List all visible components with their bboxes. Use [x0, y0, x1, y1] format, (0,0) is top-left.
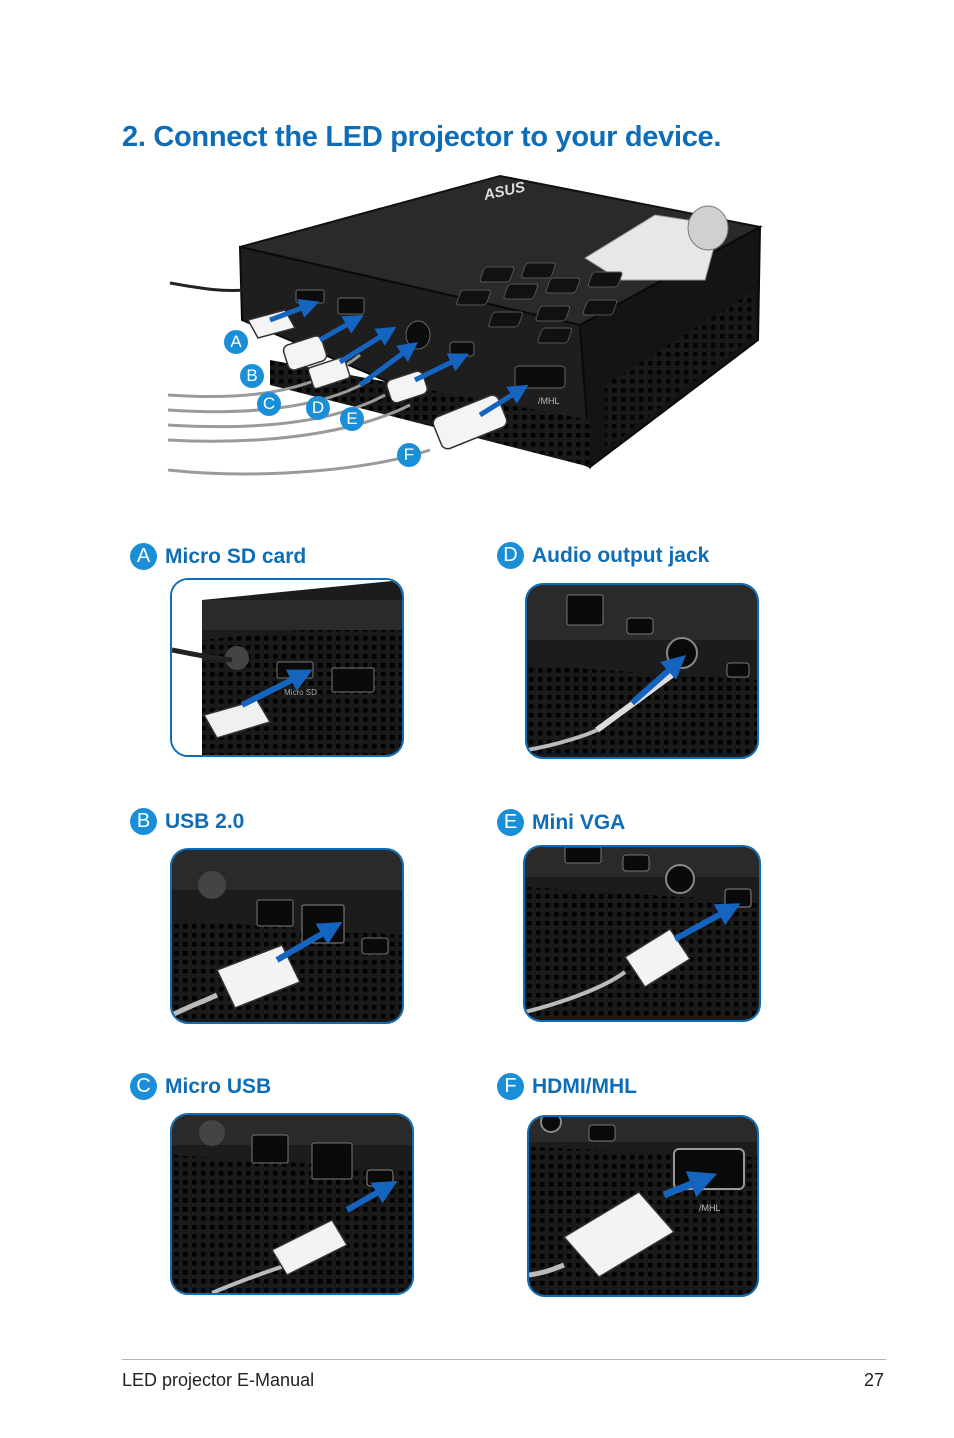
callout-c-badge: C [257, 392, 281, 416]
section-e-label: Mini VGA [532, 810, 626, 834]
mini-vga-panel [523, 845, 761, 1022]
callout-a-badge: A [224, 330, 248, 354]
section-e-badge: E [497, 809, 524, 836]
section-c-heading: C Micro USB [130, 1073, 271, 1100]
section-a-label: Micro SD card [165, 544, 307, 568]
audio-jack-panel [525, 583, 759, 759]
section-f-badge: F [497, 1073, 524, 1100]
section-f-label: HDMI/MHL [532, 1074, 637, 1098]
section-d-badge: D [497, 542, 524, 569]
footer-manual-title: LED projector E-Manual [122, 1370, 315, 1390]
section-c-label: Micro USB [165, 1074, 272, 1098]
section-a-badge: A [130, 543, 157, 570]
section-c-badge: C [130, 1073, 157, 1100]
section-b-badge: B [130, 808, 157, 835]
section-d-heading: D Audio output jack [497, 542, 709, 569]
section-f-heading: F HDMI/MHL [497, 1073, 637, 1100]
hdmi-panel: /MHL [527, 1115, 759, 1297]
hdmi-port-label: /MHL [538, 396, 560, 406]
callout-e-badge: E [340, 407, 364, 431]
footer-divider [122, 1359, 886, 1360]
micro-sd-port-label: Micro SD [284, 688, 317, 697]
page-title: 2. Connect the LED projector to your dev… [122, 121, 722, 153]
section-b-heading: B USB 2.0 [130, 808, 244, 835]
page-number: 27 [864, 1370, 885, 1390]
section-e-heading: E Mini VGA [497, 809, 625, 836]
section-a-heading: A Micro SD card [130, 543, 306, 570]
callout-b-badge: B [240, 364, 264, 388]
section-d-label: Audio output jack [532, 543, 710, 567]
hdmi-panel-port-label: /MHL [699, 1203, 721, 1213]
micro-sd-panel: Micro SD [170, 578, 404, 757]
projector-illustration: ASUS /MHL [160, 170, 770, 500]
callout-d-badge: D [306, 396, 330, 420]
callout-f-badge: F [397, 443, 421, 467]
section-b-label: USB 2.0 [165, 809, 245, 833]
micro-usb-panel [170, 1113, 414, 1295]
usb-panel [170, 848, 404, 1024]
